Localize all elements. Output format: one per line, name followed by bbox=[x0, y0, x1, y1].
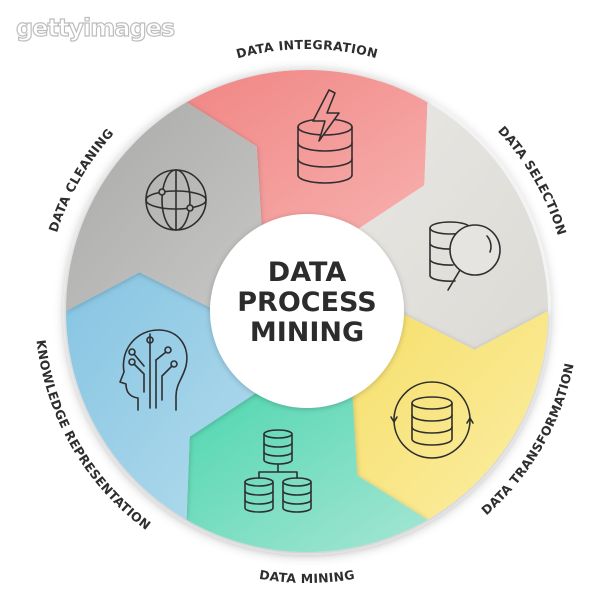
database-cycle-icon bbox=[390, 381, 474, 459]
segment-label-text: DATA INTEGRATION bbox=[235, 37, 380, 61]
segment-label: DATA MINING bbox=[258, 567, 355, 586]
center-title-line-2: PROCESS bbox=[237, 287, 376, 318]
segment-label-text: DATA MINING bbox=[258, 567, 355, 586]
center-title-line-1: DATA bbox=[268, 257, 347, 288]
segments-group bbox=[66, 69, 548, 552]
segment-data-transformation bbox=[352, 311, 548, 520]
center-title-line-3: MINING bbox=[250, 317, 364, 348]
segment-label: DATA INTEGRATION bbox=[235, 37, 380, 61]
segment-data-mining bbox=[186, 388, 428, 552]
brain-circuit-head-icon bbox=[119, 329, 188, 411]
segment-data-integration bbox=[186, 69, 428, 234]
globe-icon bbox=[145, 169, 207, 231]
database-search-icon bbox=[429, 221, 501, 291]
database-network-icon bbox=[244, 429, 312, 513]
watermark: gettyimages bbox=[16, 14, 175, 42]
database-lightning-icon bbox=[297, 89, 353, 184]
segment-data-cleaning bbox=[66, 102, 262, 312]
center-circle bbox=[210, 214, 404, 408]
